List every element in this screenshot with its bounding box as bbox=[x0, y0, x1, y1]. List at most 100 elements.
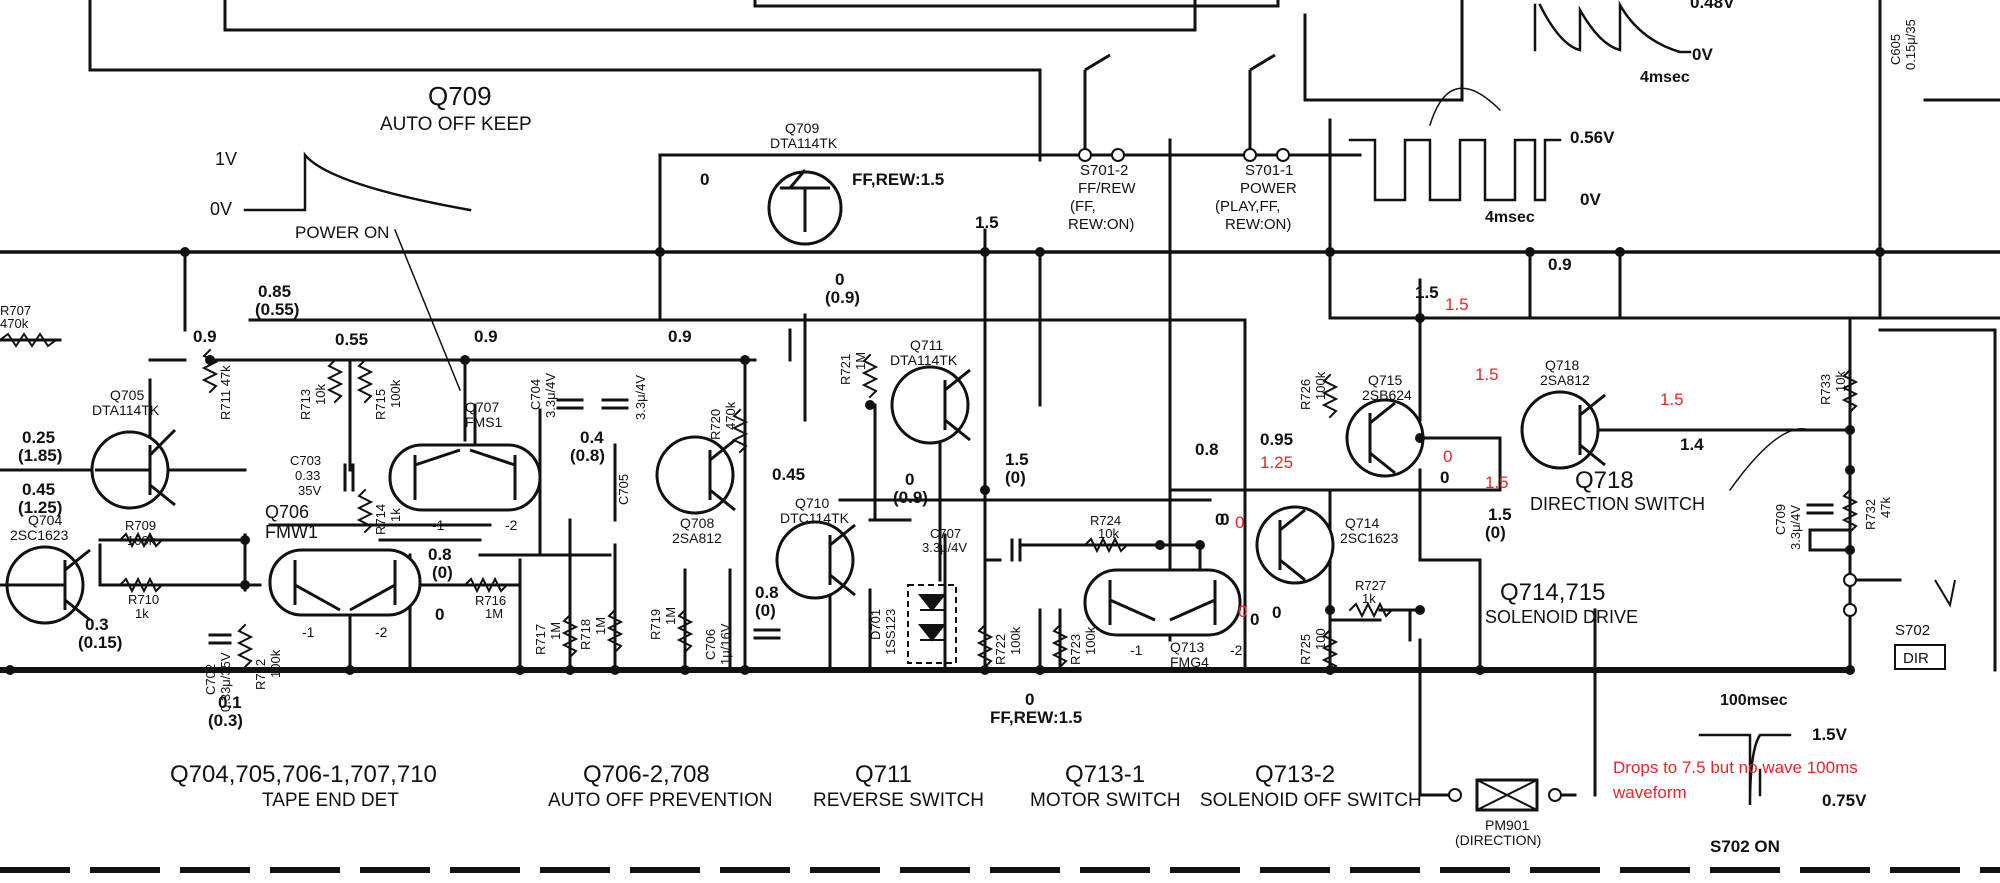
s701-2-l3: REW:ON) bbox=[1068, 216, 1134, 233]
section4-title: Q713-1 bbox=[1065, 761, 1145, 788]
c706-symbol bbox=[753, 628, 781, 640]
switch-s701-2 bbox=[1078, 53, 1125, 162]
v-08p: (0.8) bbox=[570, 446, 605, 465]
r725-symbol bbox=[1321, 628, 1339, 674]
wave-mid-0v: 0V bbox=[1580, 190, 1601, 209]
c702-symbol bbox=[208, 633, 232, 645]
wave-bot-15v: 1.5V bbox=[1812, 725, 1848, 744]
c605-label: C605 bbox=[1888, 34, 1903, 65]
q709-title: Q709 bbox=[428, 81, 492, 111]
q718-part: 2SA812 bbox=[1540, 372, 1590, 388]
v-0c: 0 bbox=[435, 605, 444, 624]
transistor-q706 bbox=[268, 548, 422, 617]
v-125: (1.25) bbox=[18, 498, 62, 517]
r725-label: R725 bbox=[1298, 634, 1313, 665]
r722-label: R722 bbox=[993, 634, 1008, 665]
r715-value: 100k bbox=[388, 379, 403, 408]
r717-symbol bbox=[561, 613, 579, 659]
q704-name: Q704 bbox=[28, 512, 62, 528]
q706-name: Q706 bbox=[265, 502, 309, 522]
red-15b: 1.5 bbox=[1475, 365, 1499, 384]
q709-subtitle: AUTO OFF KEEP bbox=[380, 114, 532, 135]
r719-value: 1M bbox=[663, 607, 678, 625]
pm901-label: PM901 bbox=[1485, 817, 1530, 833]
r718-value: 1M bbox=[593, 617, 608, 635]
transistor-q709 bbox=[767, 169, 843, 246]
v-055p: (0.55) bbox=[255, 300, 299, 319]
r722-value: 100k bbox=[1008, 626, 1023, 655]
q705-name: Q705 bbox=[110, 387, 144, 403]
v-0f: 0 bbox=[1025, 690, 1034, 709]
r724-label: R724 bbox=[1090, 513, 1121, 528]
r709-label: R709 bbox=[125, 518, 156, 533]
v-0h: 0 bbox=[1250, 610, 1259, 629]
c605-value: 0.15μ/35 bbox=[1903, 19, 1918, 70]
r720-label: R720 bbox=[708, 409, 723, 440]
r719-label: R719 bbox=[648, 609, 663, 640]
v-185: (1.85) bbox=[18, 446, 62, 465]
v-095: 0.95 bbox=[1260, 430, 1293, 449]
r722-symbol bbox=[976, 623, 994, 669]
q718-big-label: Q718 bbox=[1575, 467, 1634, 494]
v-0k: (0) bbox=[1485, 523, 1506, 542]
q707-name: Q707 bbox=[465, 399, 499, 415]
r721-label: R721 bbox=[838, 354, 853, 385]
r710-label: R710 bbox=[128, 592, 159, 607]
v-0pb: (0) bbox=[755, 601, 776, 620]
v-015: (0.15) bbox=[78, 633, 122, 652]
wave-bot-075v: 0.75V bbox=[1822, 791, 1867, 810]
q713-pin1: -1 bbox=[1130, 642, 1143, 658]
v-09-mid: 0.9 bbox=[474, 327, 498, 346]
v-045: 0.45 bbox=[22, 480, 55, 499]
section3-title: Q711 bbox=[855, 761, 912, 788]
r727-label: R727 bbox=[1355, 578, 1386, 593]
wave-bot-100ms: 100msec bbox=[1720, 692, 1788, 709]
r716-symbol bbox=[463, 576, 509, 594]
d701-value: 1SS123 bbox=[883, 609, 898, 655]
r710-symbol bbox=[118, 576, 164, 594]
c704-value: 3.3μ/4V bbox=[543, 373, 558, 418]
q706-part: FMW1 bbox=[265, 522, 318, 542]
s701-2-name: S701-2 bbox=[1080, 162, 1128, 179]
red-0a: 0 bbox=[1443, 447, 1452, 466]
waveform-step bbox=[1698, 733, 1792, 806]
r733-symbol bbox=[1841, 368, 1859, 414]
r720-value: 470k bbox=[723, 401, 738, 430]
q706-pin2: -2 bbox=[375, 624, 388, 640]
switch-s702 bbox=[1843, 573, 1956, 670]
wave-1v-label: 1V bbox=[215, 149, 237, 169]
red-15d: 1.5 bbox=[1485, 473, 1509, 492]
transistor-q705 bbox=[90, 428, 177, 510]
v-025: 0.25 bbox=[22, 428, 55, 447]
section2-title: Q706-2,708 bbox=[583, 761, 710, 788]
v-0p: (0) bbox=[432, 563, 453, 582]
v-09-left: 0.9 bbox=[193, 327, 217, 346]
v-q711-09: (0.9) bbox=[825, 288, 860, 307]
v-01: 0.1 bbox=[218, 693, 242, 712]
switch-s701-1 bbox=[1243, 53, 1290, 162]
r725-value: 100 bbox=[1313, 628, 1328, 650]
v-q709-base: 0 bbox=[700, 170, 709, 189]
transistor-q714 bbox=[1255, 505, 1335, 585]
c705-value: 3.3μ/4V bbox=[633, 375, 648, 420]
q715-part: 2SB624 bbox=[1362, 387, 1412, 403]
r726-value: 100k bbox=[1313, 371, 1328, 400]
r719-symbol bbox=[676, 608, 694, 654]
v-q711-0: 0 bbox=[835, 270, 844, 289]
r713-label: R713 bbox=[298, 389, 313, 420]
c704-symbol bbox=[556, 398, 584, 410]
v-09-right: 0.9 bbox=[668, 327, 692, 346]
r707-label: R707 bbox=[0, 303, 31, 318]
c705-label: C705 bbox=[616, 474, 631, 505]
q709-name: Q709 bbox=[785, 120, 819, 136]
r721-value: 1M bbox=[853, 352, 868, 370]
q705-part: DTA114TK bbox=[92, 402, 160, 418]
r724-value: 10k bbox=[1098, 526, 1119, 541]
c702-label: C702 bbox=[203, 664, 218, 695]
capacitors bbox=[208, 398, 1834, 645]
red-125: 1.25 bbox=[1260, 453, 1293, 472]
q710-part: DTC114TK bbox=[780, 510, 850, 526]
v-08b: 0.8 bbox=[755, 583, 779, 602]
q707-pin1: -1 bbox=[432, 517, 445, 533]
q715-name: Q715 bbox=[1368, 372, 1402, 388]
